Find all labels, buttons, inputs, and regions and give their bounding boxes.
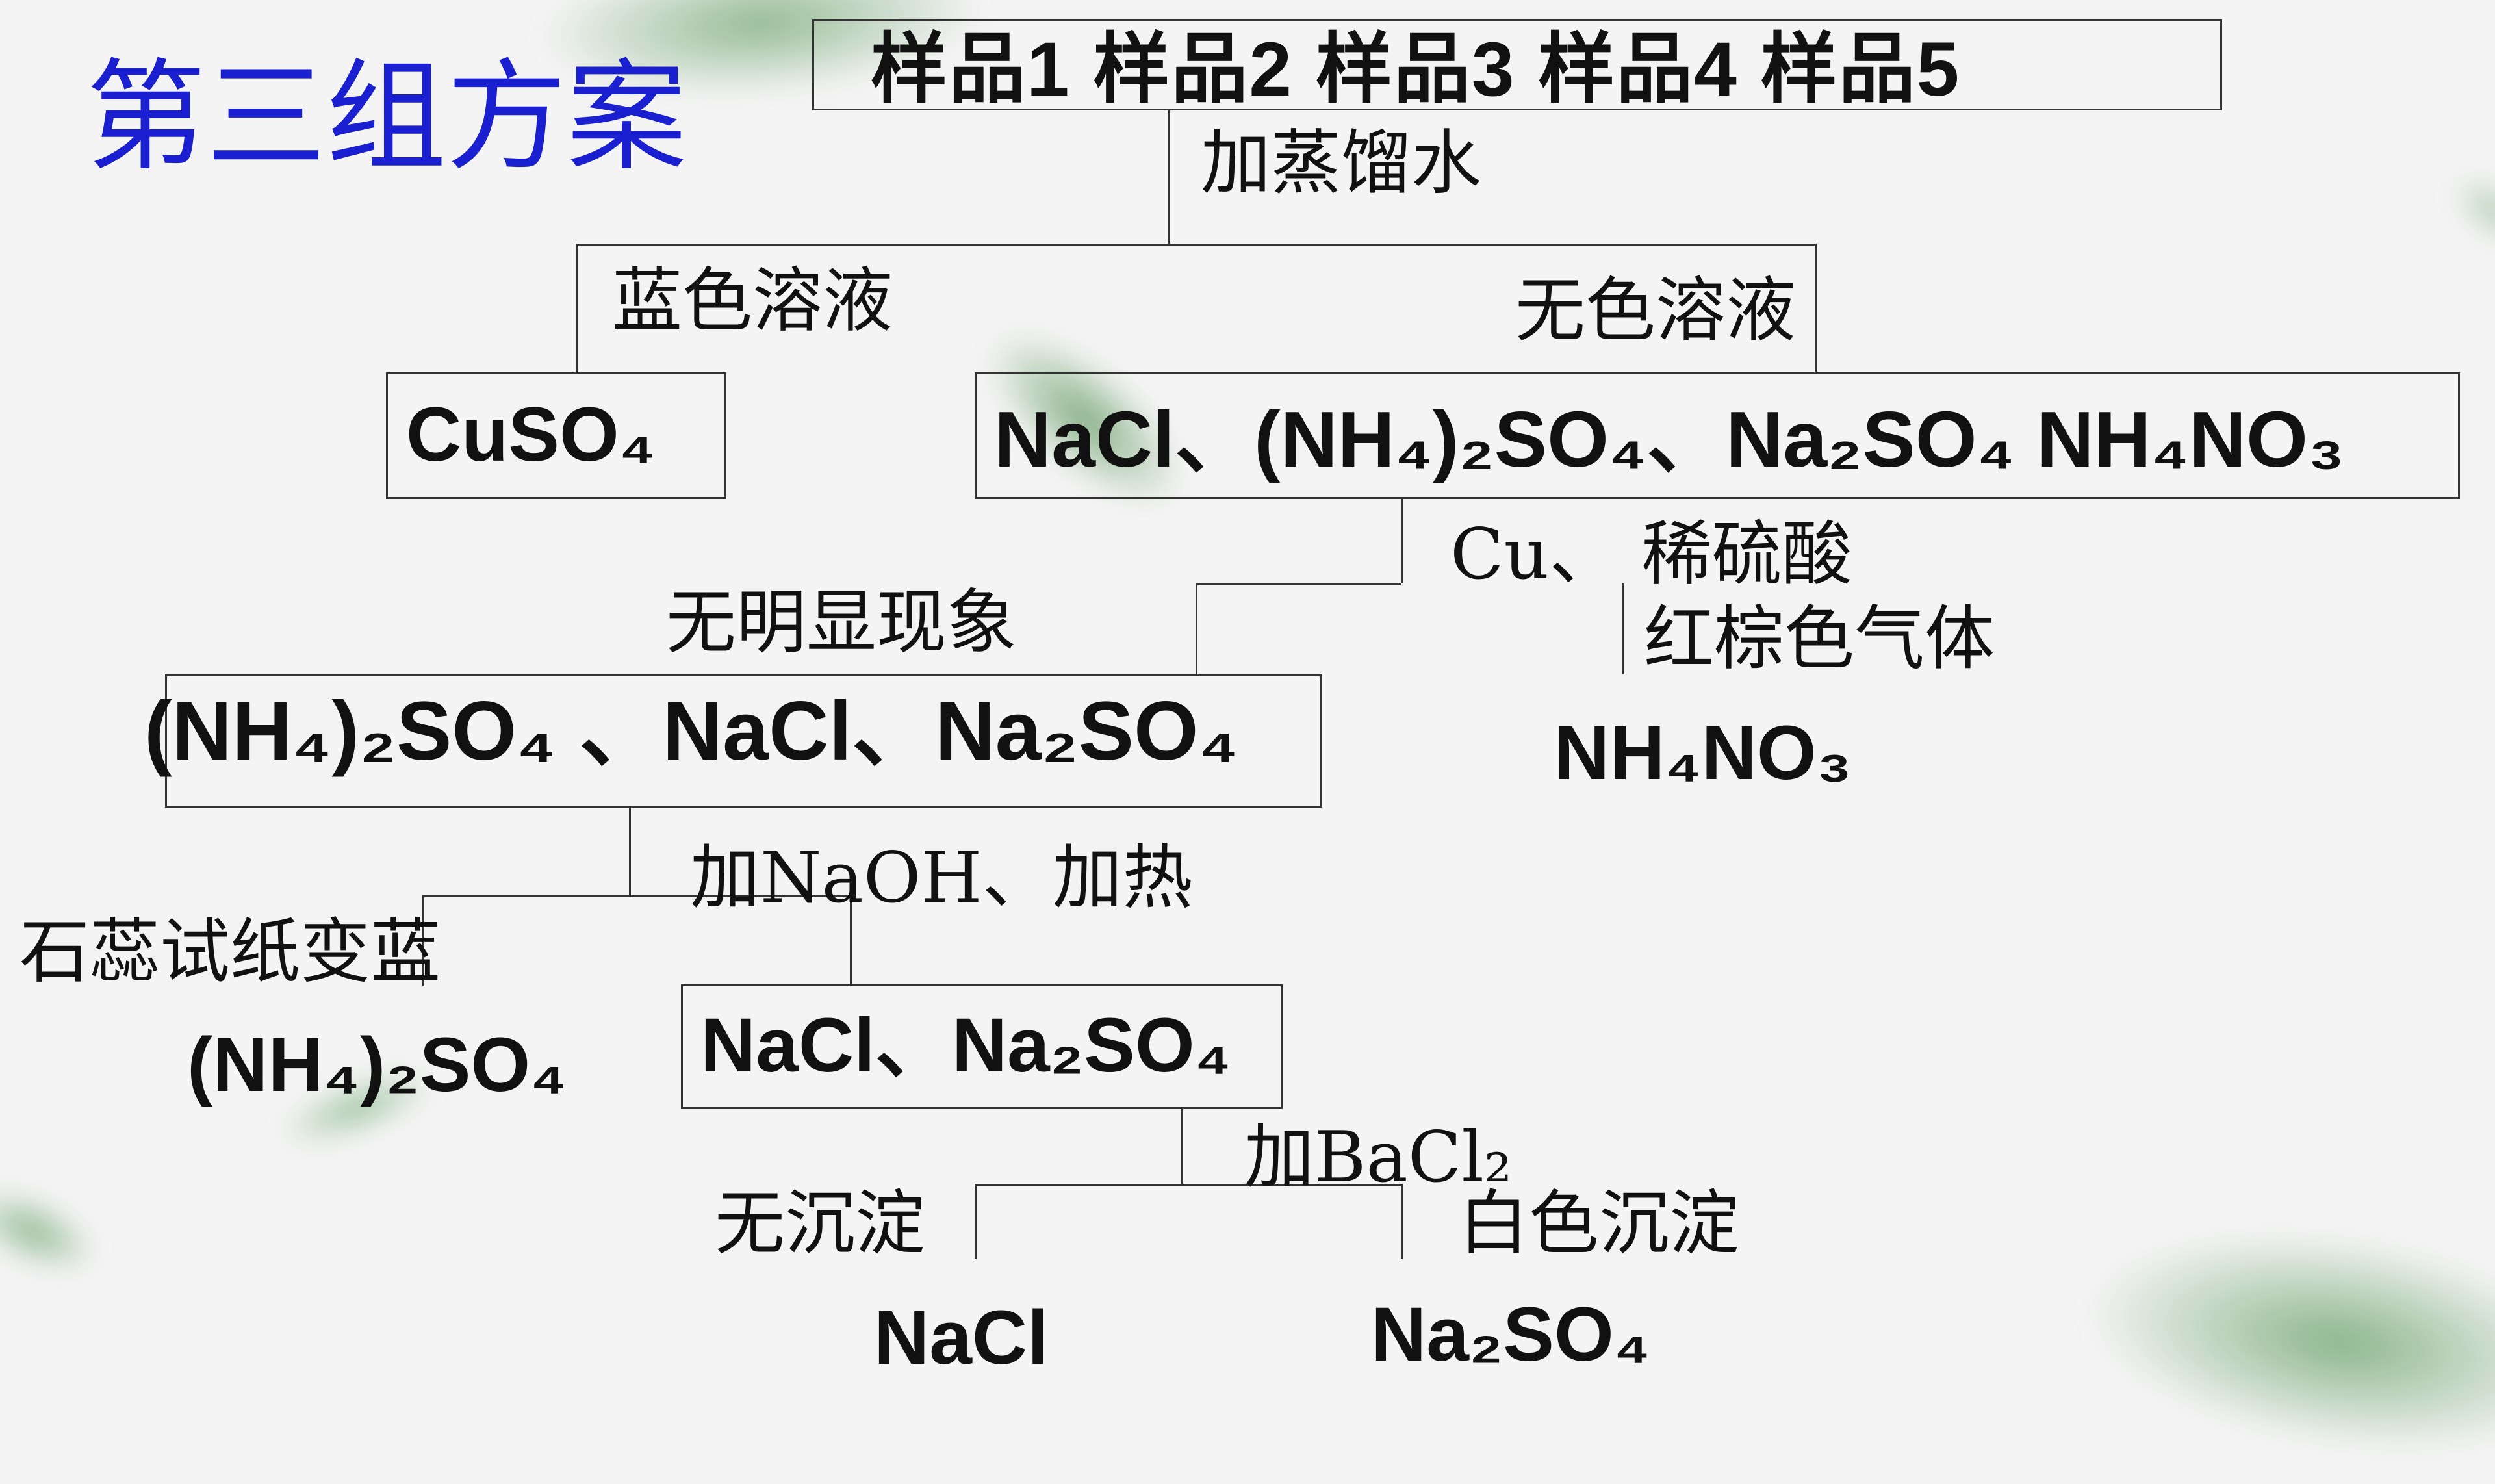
compound-cuso4: CuSO₄ — [406, 392, 656, 478]
compound-na2so4: Na₂SO₄ — [1371, 1292, 1650, 1377]
connector-line — [1196, 583, 1401, 585]
connector-line — [1401, 499, 1403, 583]
connector-line — [422, 895, 424, 986]
connector-line — [576, 244, 1817, 246]
leaf-decoration — [2435, 157, 2495, 265]
leaf-decoration — [2066, 1199, 2495, 1484]
result-litmus-blue: 石蕊试纸变蓝 — [19, 912, 441, 993]
compound-nacl-na2so4: NaCl、Na₂SO₄ — [700, 1003, 1231, 1088]
result-no-obvious: 无明显现象 — [666, 582, 1017, 663]
nacl-na2so4-box — [681, 984, 1283, 1109]
step-add-naoh-heat: 加NaOH、加热 — [690, 838, 1193, 919]
result-no-precipitate: 无沉淀 — [715, 1183, 926, 1264]
connector-line — [1815, 244, 1817, 374]
compound-colorless-group: NaCl、(NH₄)₂SO₄、Na₂SO₄ NH₄NO₃ — [994, 395, 2345, 483]
connector-line — [1196, 583, 1197, 674]
compound-nh4no3: NH₄NO₃ — [1554, 710, 1852, 796]
step-add-bacl2: 加BaCl₂ — [1244, 1117, 1513, 1198]
connector-line — [850, 895, 852, 986]
three-group-box — [165, 674, 1322, 808]
samples-box — [812, 19, 2222, 110]
connector-line — [1622, 583, 1624, 674]
connector-line — [1181, 1109, 1183, 1184]
samples-header: 样品1 样品2 样品3 样品4 样品5 — [871, 27, 1961, 112]
result-blue-solution: 蓝色溶液 — [612, 261, 893, 342]
compound-nacl: NaCl — [874, 1295, 1049, 1381]
connector-line — [975, 1184, 977, 1259]
compound-nh4-2so4: (NH₄)₂SO₄ — [187, 1022, 567, 1108]
leaf-decoration — [0, 1168, 112, 1294]
connector-line — [576, 244, 578, 374]
result-red-brown-gas: 红棕色气体 — [1644, 598, 1995, 680]
result-white-precipitate: 白色沉淀 — [1459, 1183, 1740, 1264]
connector-line — [975, 1184, 1402, 1186]
connector-line — [1401, 1184, 1403, 1259]
connector-line — [422, 895, 851, 897]
step-add-water: 加蒸馏水 — [1201, 123, 1482, 204]
connector-line — [629, 808, 631, 895]
cuso4-box — [386, 372, 726, 499]
step-cu-acid: Cu、 稀硫酸 — [1450, 514, 1852, 595]
connector-line — [1168, 110, 1170, 244]
result-colorless-solution: 无色溶液 — [1515, 270, 1797, 352]
page-title: 第三组方案 — [86, 47, 687, 187]
compound-three-group: (NH₄)₂SO₄ 、NaCl、Na₂SO₄ — [144, 685, 1238, 778]
colorless-group-box — [975, 372, 2460, 499]
